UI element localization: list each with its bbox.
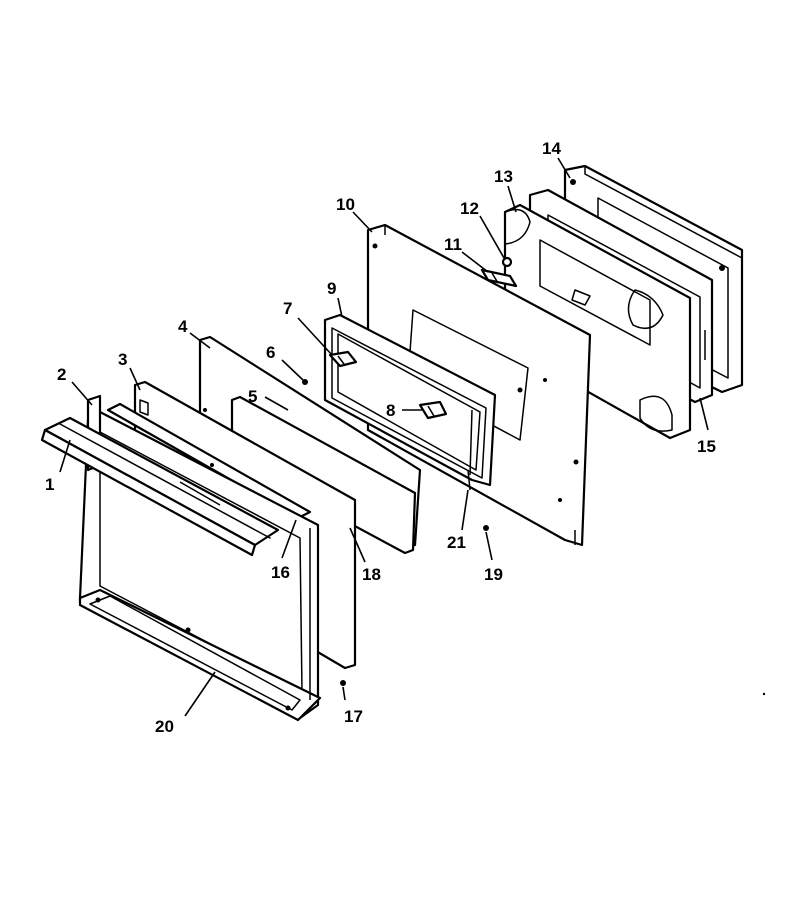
leader-9: [337, 297, 343, 318]
leader-17: [342, 686, 346, 701]
callout-13: 13: [494, 167, 513, 186]
callout-15: 15: [697, 437, 716, 456]
part-6-screw: [302, 379, 308, 385]
leader-lines: [59, 157, 709, 717]
callout-16: 16: [271, 563, 290, 582]
stray-mark: [762, 692, 766, 696]
callout-9: 9: [327, 279, 336, 298]
callout-19: 19: [484, 565, 503, 584]
callout-10: 10: [336, 195, 355, 214]
callout-20: 20: [155, 717, 174, 736]
callout-11: 11: [444, 235, 462, 254]
callout-8: 8: [386, 401, 395, 420]
leader-19: [485, 531, 493, 561]
leader-18: [349, 527, 366, 563]
callout-18: 18: [362, 565, 381, 584]
callout-21: 21: [447, 533, 466, 552]
callout-3: 3: [118, 350, 127, 369]
leader-13: [507, 185, 517, 213]
callout-1: 1: [45, 475, 54, 494]
leader-4: [189, 332, 211, 349]
leader-1: [59, 439, 71, 473]
part-11-hinge-bracket: [480, 268, 518, 288]
callout-12: 12: [460, 199, 479, 218]
leader-20: [184, 671, 216, 717]
callout-2: 2: [57, 365, 66, 384]
part-12-screw: [501, 256, 513, 268]
leader-3: [129, 367, 141, 391]
callout-labels: 1 2 3 4 5 6 7 8 9 10 11 12 13 14 15 16 1…: [45, 139, 716, 736]
leader-15: [699, 397, 709, 431]
callout-14: 14: [542, 139, 561, 158]
callout-5: 5: [248, 387, 257, 406]
part-9-glass-pack: [323, 313, 497, 487]
leader-6: [281, 359, 304, 381]
leader-7: [297, 317, 333, 356]
leader-11: [461, 251, 489, 273]
part-1-door-handle: [40, 416, 280, 557]
leader-21: [461, 489, 469, 531]
part-10-inner-door-panel: [366, 223, 592, 547]
leader-2: [71, 381, 93, 406]
part-19-screw: [483, 525, 489, 531]
part-8-clip: [418, 400, 448, 420]
part-7-clip: [328, 350, 358, 368]
leader-16: [281, 519, 297, 559]
callout-7: 7: [283, 299, 292, 318]
callout-4: 4: [178, 317, 188, 336]
leader-12: [479, 215, 505, 259]
part-17-screw: [340, 680, 346, 686]
callout-6: 6: [266, 343, 275, 362]
leader-10: [352, 211, 373, 233]
leader-5: [264, 396, 289, 411]
callout-17: 17: [344, 707, 363, 726]
leader-14: [557, 157, 571, 179]
part-21-bracket: [467, 469, 471, 491]
